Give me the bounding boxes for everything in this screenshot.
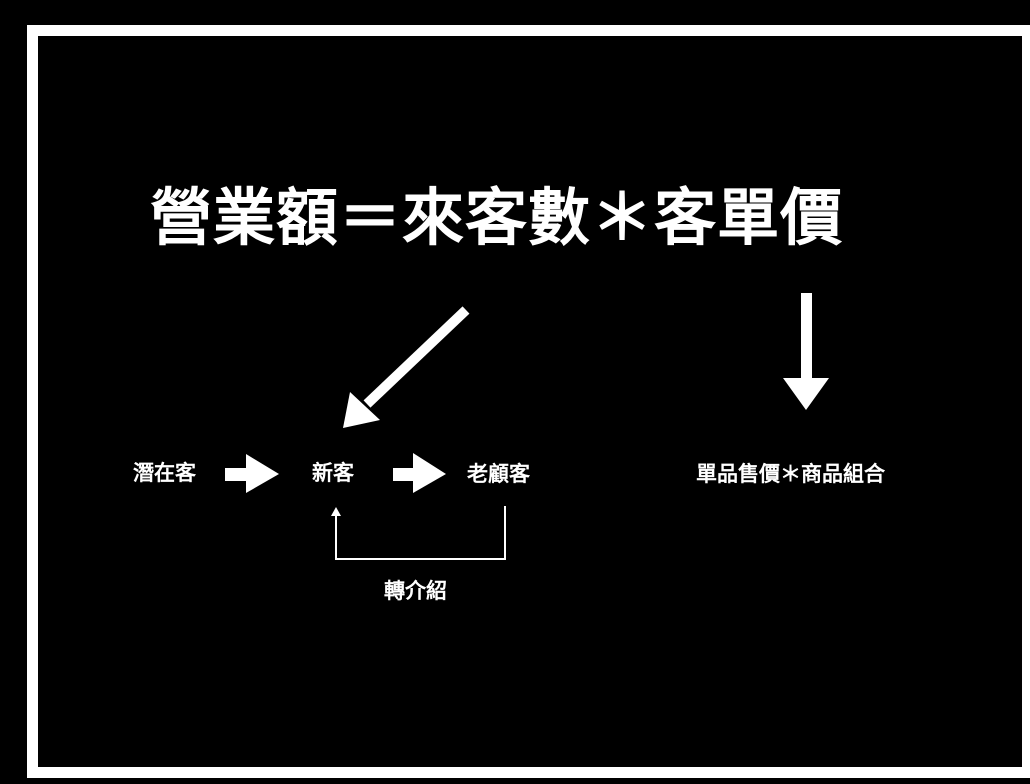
title-customer-count: 來客數 — [402, 181, 592, 254]
outer-frame — [27, 25, 1030, 778]
referral-loop-arrow-icon — [331, 506, 506, 560]
node-referral: 轉介紹 — [384, 579, 447, 603]
title-equals: ＝ — [339, 181, 403, 254]
right-arrow-icon-2 — [393, 453, 446, 493]
node-unit-price-breakdown: 單品售價＊商品組合 — [696, 462, 885, 486]
title-unit-price: 客單價 — [654, 181, 844, 254]
down-arrow-icon — [783, 293, 829, 410]
diagonal-arrow-icon — [343, 306, 470, 428]
node-returning-customer: 老顧客 — [467, 462, 530, 486]
revenue-formula-title: 營業額＝來客數＊客單價 — [150, 178, 910, 258]
right-arrow-icon-1 — [225, 454, 279, 493]
node-new-customer: 新客 — [312, 461, 354, 485]
title-multiply: ＊ — [591, 181, 655, 254]
node-potential-customer: 潛在客 — [133, 461, 196, 485]
title-revenue: 營業額 — [150, 181, 340, 254]
